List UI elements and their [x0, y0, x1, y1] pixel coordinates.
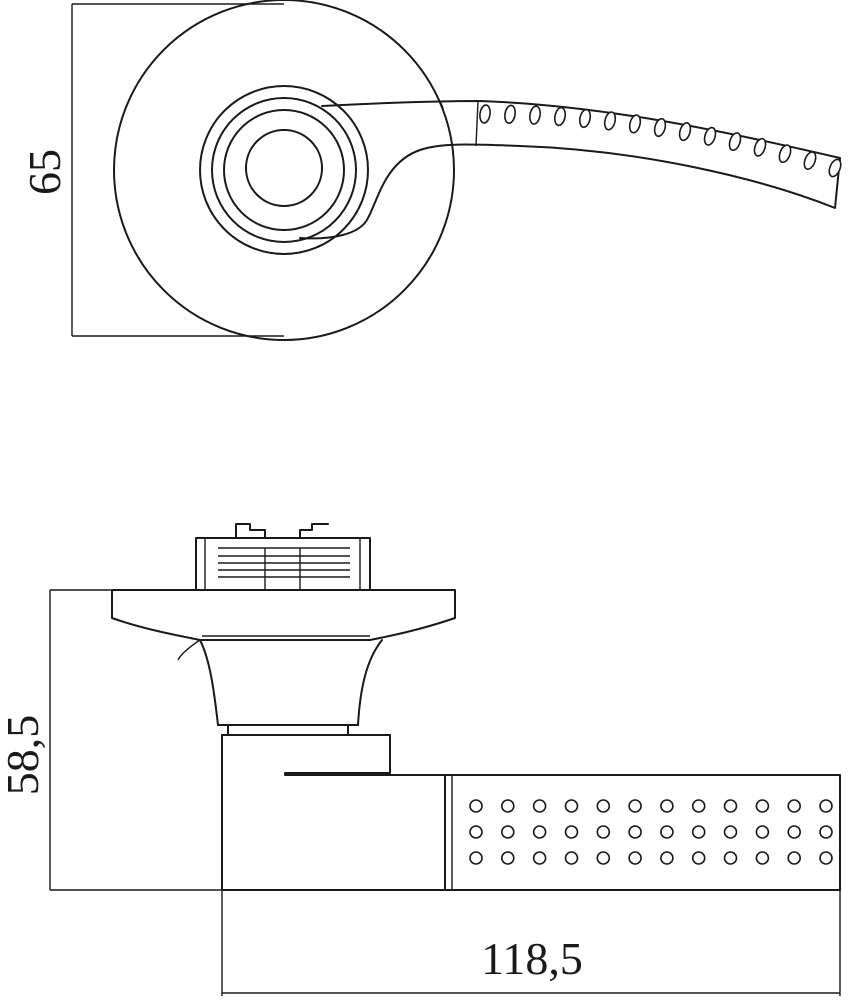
grip-dot: [596, 825, 611, 839]
grip-dot: [787, 851, 802, 865]
grip-dot: [628, 825, 642, 839]
knurl-bead: [753, 137, 767, 157]
hub-inner-ring: [223, 109, 345, 231]
grip-dots: [469, 799, 833, 865]
grip-dot: [660, 851, 674, 865]
rosette-base-plate: [111, 589, 456, 641]
grip-dot: [628, 851, 642, 865]
knurl-bead: [628, 114, 642, 134]
grip-dot: [691, 825, 706, 839]
grip-dot: [660, 825, 674, 839]
grip-dot: [723, 851, 738, 865]
grip-dot: [819, 825, 833, 839]
grip-dot: [500, 825, 515, 839]
hub-outer-ring: [199, 85, 369, 255]
grip-dot: [469, 825, 483, 839]
lever-grip: [444, 774, 841, 891]
grip-dot: [564, 799, 579, 813]
grip-dot: [787, 799, 802, 813]
knurl-bead: [554, 106, 566, 127]
grip-dot: [596, 799, 611, 813]
grip-dot: [564, 851, 579, 865]
grip-dot: [500, 799, 515, 813]
knurl-bead: [803, 151, 817, 170]
knurl-bead: [778, 144, 792, 164]
grip-dot: [691, 851, 706, 865]
grip-dot: [723, 799, 738, 813]
grip-dot: [755, 799, 770, 813]
grip-dot: [532, 851, 547, 865]
knurl-bead: [653, 117, 667, 138]
dimension-118-5: 118,5: [221, 890, 841, 996]
grip-dot: [819, 799, 833, 813]
grip-dot: [596, 851, 611, 865]
grip-dot: [755, 851, 770, 865]
hub-mid-ring: [211, 97, 357, 243]
knurl-bead: [578, 108, 592, 129]
grip-dot: [787, 825, 802, 839]
grip-dot: [660, 799, 674, 813]
dimension-label-65: 65: [19, 149, 70, 195]
knurl-beads: [479, 104, 842, 178]
grip-dot: [532, 825, 547, 839]
knurl-bead: [703, 126, 717, 146]
lever-body: [221, 734, 446, 891]
grip-dot: [755, 825, 770, 839]
grip-dot: [628, 799, 642, 813]
dimension-label-58-5: 58,5: [0, 715, 48, 796]
dimension-65: 65: [19, 3, 284, 337]
rosette-neck: [199, 639, 383, 726]
spindle-circle: [245, 129, 323, 207]
grip-dot: [469, 799, 483, 813]
knurl-bead: [504, 104, 516, 125]
knurl-bead: [603, 111, 617, 131]
knurl-bead: [828, 158, 842, 178]
grip-dot: [723, 825, 738, 839]
grip-dot: [564, 825, 579, 839]
dimension-58-5: 58,5: [0, 589, 222, 891]
knurl-bead: [479, 104, 491, 124]
grip-dot: [500, 851, 515, 865]
top-view: 65: [19, 0, 842, 341]
grip-dot: [819, 851, 833, 865]
side-view: 58,5 118,5: [0, 523, 841, 996]
knurl-bead: [728, 132, 742, 152]
spring-cassette: [195, 523, 371, 591]
knurl-bead: [529, 105, 541, 125]
rosette-outer-circle: [113, 0, 455, 341]
knurl-bead: [678, 122, 692, 142]
grip-dot: [532, 799, 547, 813]
grip-dot: [469, 851, 483, 865]
dimension-label-118-5: 118,5: [481, 933, 583, 984]
grip-dot: [691, 799, 706, 813]
lever-outline: [299, 100, 841, 240]
